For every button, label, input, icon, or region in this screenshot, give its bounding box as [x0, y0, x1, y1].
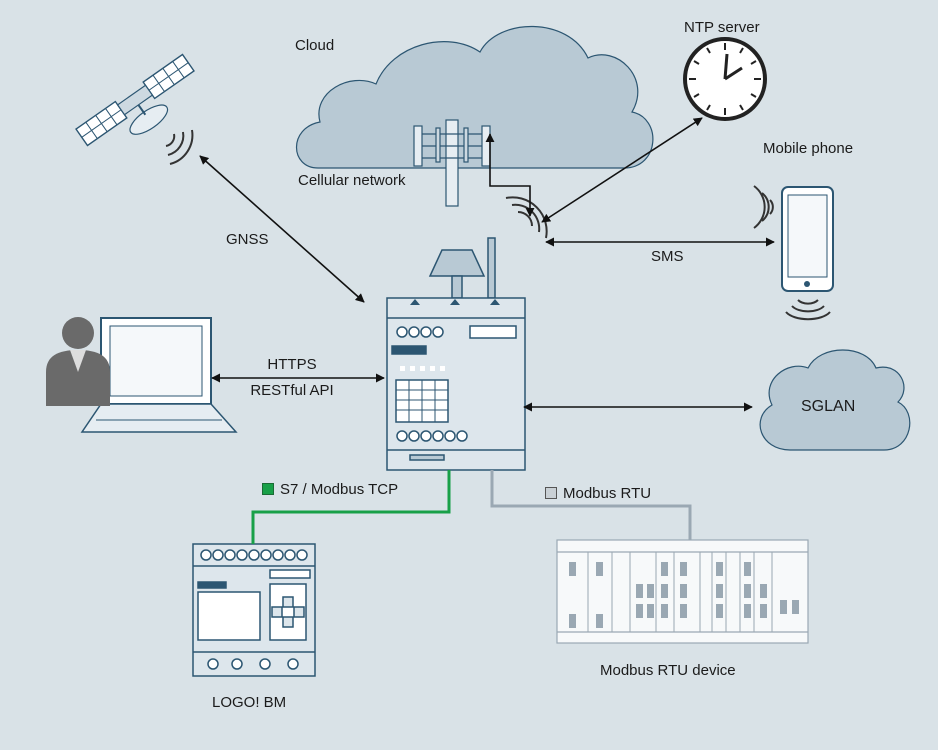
sglan-label: SGLAN	[801, 398, 856, 415]
sms-label: SMS	[651, 248, 684, 265]
router-device	[386, 237, 526, 471]
gnss-label: GNSS	[226, 231, 269, 248]
satellite-waves	[165, 129, 194, 165]
laptop-icon	[80, 317, 238, 433]
mobile-phone-label: Mobile phone	[763, 140, 854, 157]
modbus-rtu-label: Modbus RTU	[563, 485, 652, 502]
router-wireless-waves	[505, 196, 548, 239]
s7-modbus-tcp-swatch	[262, 483, 274, 495]
s7-modbus-tcp-legend: S7 / Modbus TCP	[262, 481, 398, 499]
mobile-phone-icon	[781, 186, 834, 292]
s7-modbus-tcp-label: S7 / Modbus TCP	[280, 481, 399, 498]
sglan-cloud	[759, 349, 911, 451]
modbus-rtu-device	[556, 539, 809, 644]
modbus-rtu-device-label: Modbus RTU device	[600, 662, 736, 679]
restful-api-label: RESTful API	[250, 382, 334, 399]
modbus-rtu-line	[490, 470, 692, 540]
cloud-label: Cloud	[295, 37, 335, 54]
satellite-icon	[75, 53, 195, 147]
logo-bm-label: LOGO! BM	[212, 694, 287, 711]
cloud-shape	[296, 25, 654, 169]
user-icon	[46, 317, 110, 406]
cellular-network-label: Cellular network	[298, 172, 406, 189]
ntp-server-label: NTP server	[684, 19, 760, 36]
https-label: HTTPS	[267, 356, 317, 373]
phone-waves	[753, 185, 831, 321]
s7-modbus-tcp-line	[251, 470, 451, 544]
clock-icon	[683, 37, 767, 121]
cellular-arrow	[485, 133, 535, 217]
modbus-rtu-swatch	[545, 487, 557, 499]
modbus-rtu-legend: Modbus RTU	[545, 485, 651, 503]
ntp-arrow	[541, 117, 703, 223]
logo-bm-device	[192, 543, 316, 677]
gnss-arrow	[199, 155, 365, 303]
